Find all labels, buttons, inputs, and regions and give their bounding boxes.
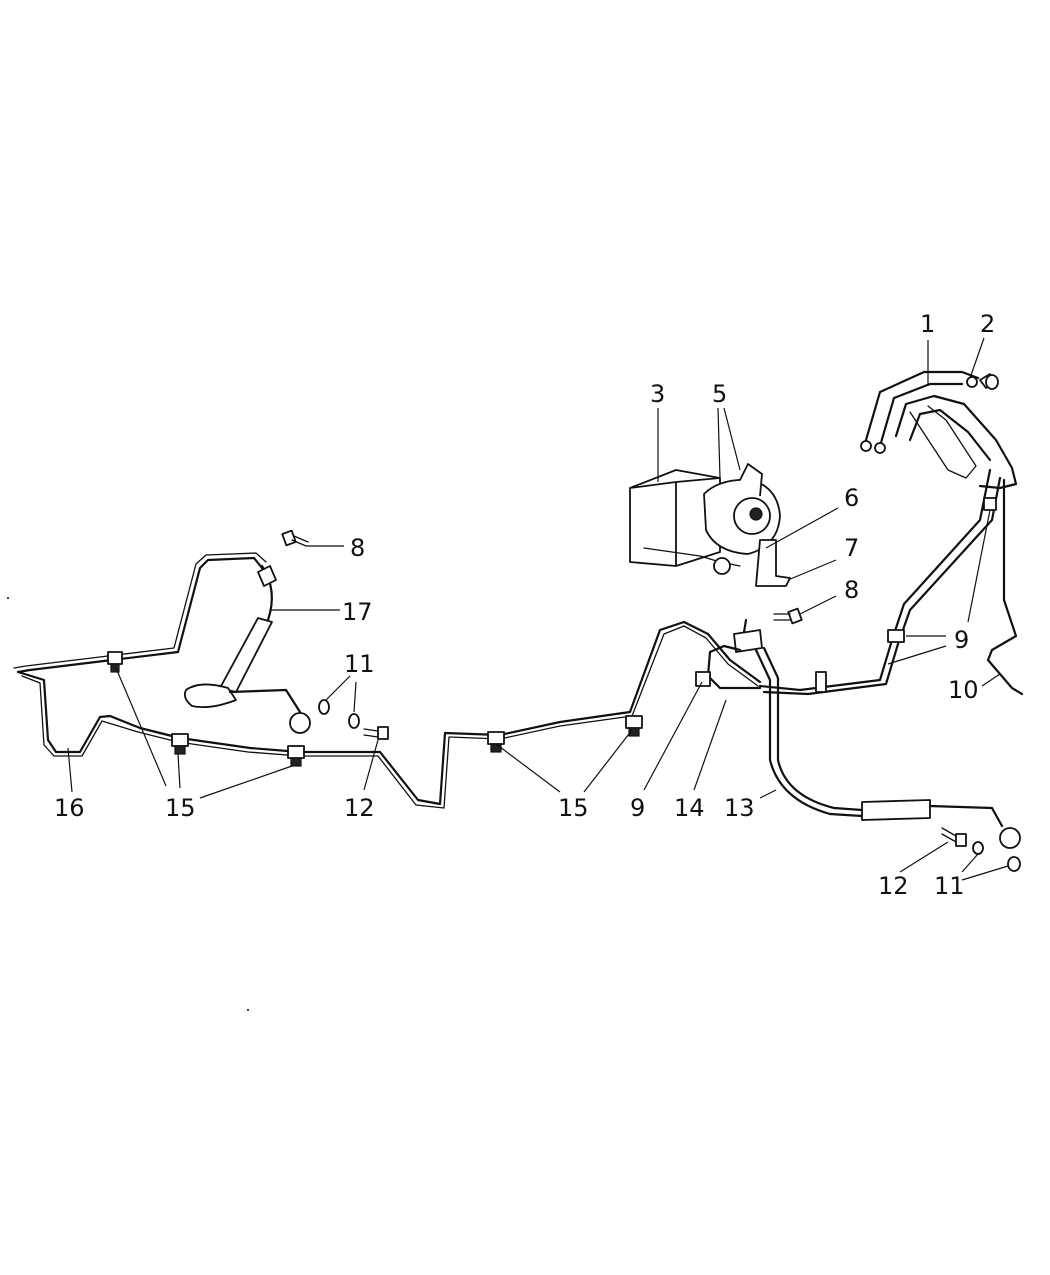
- scan-dot: [247, 1009, 249, 1011]
- callout-16: 16: [54, 794, 85, 822]
- clip-15-group: [107, 651, 643, 767]
- callout-12-right: 12: [878, 872, 909, 900]
- bolt-8-right: [773, 607, 803, 625]
- callout-12-left: 12: [344, 794, 375, 822]
- flex-hose-13: [754, 646, 1021, 849]
- callout-2: 2: [980, 310, 995, 338]
- washers-11-left: [318, 699, 360, 729]
- callout-6: 6: [844, 484, 859, 512]
- central-junction: [694, 618, 763, 690]
- callout-8-left: 8: [350, 534, 365, 562]
- scan-dot: [7, 597, 9, 599]
- callout-15-left: 15: [165, 794, 196, 822]
- flex-hose-17: [183, 564, 311, 734]
- callout-10: 10: [948, 676, 979, 704]
- callout-5: 5: [712, 380, 727, 408]
- callout-labels: 1 2 3 5 6 7 8 8 17 11 9 10 16 15 12 15 9…: [54, 310, 995, 900]
- callout-11-left: 11: [344, 650, 375, 678]
- bolt-12-left: [363, 726, 389, 740]
- callout-14: 14: [674, 794, 705, 822]
- callout-3: 3: [650, 380, 665, 408]
- callout-11-right: 11: [934, 872, 965, 900]
- callout-7: 7: [844, 534, 859, 562]
- callout-9-right: 9: [954, 626, 969, 654]
- callout-15-right: 15: [558, 794, 589, 822]
- abs-module-3: [629, 463, 781, 575]
- bolt-12-right: [941, 827, 967, 847]
- brake-line-16: [13, 552, 762, 809]
- callout-9-center: 9: [630, 794, 645, 822]
- callout-17: 17: [342, 598, 373, 626]
- washers-11-right: [972, 841, 1021, 872]
- callout-8-right: 8: [844, 576, 859, 604]
- bolt-8-left: [281, 529, 309, 547]
- callout-1: 1: [920, 310, 935, 338]
- leader-lines: [67, 337, 1009, 881]
- bracket-7: [755, 539, 791, 587]
- callout-13: 13: [724, 794, 755, 822]
- brake-tube-assembly-1: [758, 370, 1024, 696]
